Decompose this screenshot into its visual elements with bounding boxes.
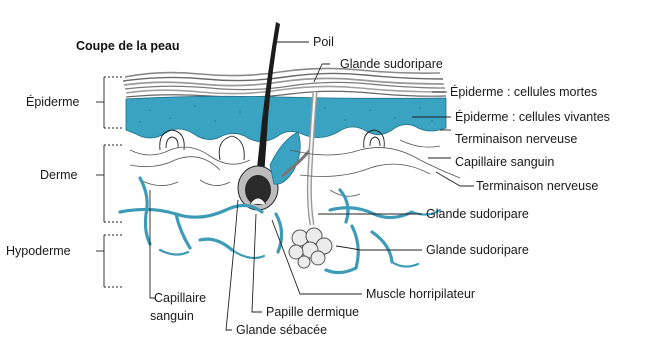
- label-poil: Poil: [313, 35, 334, 49]
- sweat-gland-coil: [289, 228, 332, 268]
- label-derme: Derme: [40, 168, 78, 182]
- label-glande-sudoripare-top: Glande sudoripare: [340, 57, 443, 71]
- label-capillaire-left-line1: Capillaire: [154, 291, 206, 305]
- label-epiderme: Épiderme: [26, 94, 80, 109]
- label-muscle: Muscle horripilateur: [366, 287, 475, 301]
- layer-brackets: [96, 77, 124, 287]
- label-capillaire-left-line2: sanguin: [150, 309, 194, 323]
- label-capillaire-right: Capillaire sanguin: [455, 155, 554, 169]
- dead-cell-layer: [123, 68, 446, 97]
- label-hypoderme: Hypoderme: [6, 244, 71, 258]
- label-terminaison-1: Terminaison nerveuse: [455, 132, 577, 146]
- blood-vessels: [120, 178, 440, 273]
- label-papille: Papille dermique: [266, 305, 359, 319]
- label-terminaison-2: Terminaison nerveuse: [476, 179, 598, 193]
- sebaceous-gland: [270, 132, 300, 184]
- label-glande-sebacee: Glande sébacée: [236, 323, 327, 337]
- label-glande-sudoripare-mid: Glande sudoripare: [426, 207, 529, 221]
- diagram-title: Coupe de la peau: [76, 39, 180, 53]
- living-epidermis-layer: [126, 96, 446, 141]
- label-epiderme-mortes: Épiderme : cellules mortes: [450, 84, 597, 99]
- label-epiderme-vivantes: Épiderme : cellules vivantes: [455, 109, 610, 124]
- label-glande-sudoripare-low: Glande sudoripare: [426, 243, 529, 257]
